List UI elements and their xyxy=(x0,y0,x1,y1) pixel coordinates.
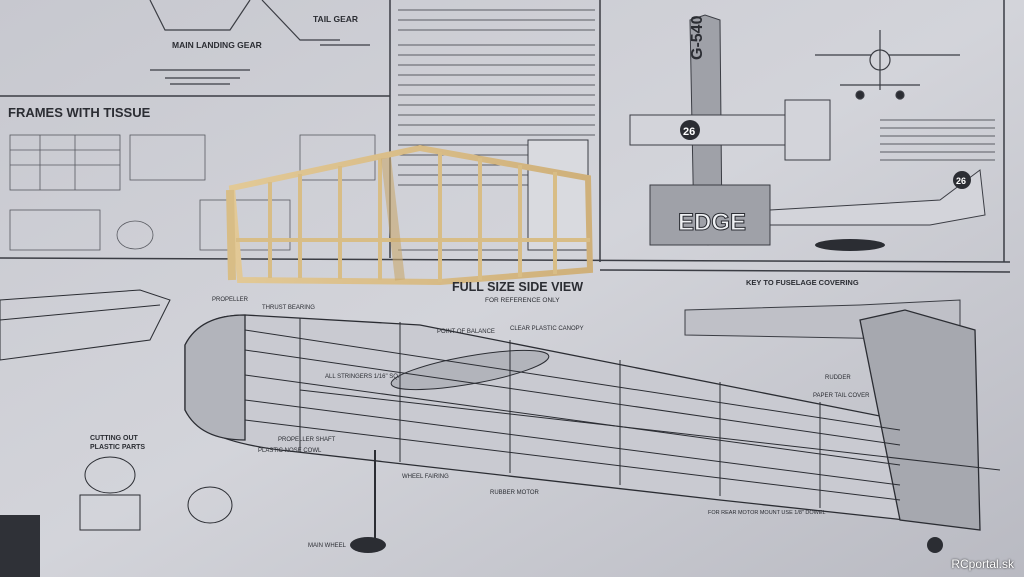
spec-text-lines xyxy=(880,119,995,161)
sheet-borders xyxy=(0,0,1011,273)
label-plastic-parts: PLASTIC PARTS xyxy=(90,444,145,451)
fuselage-side-view xyxy=(184,309,1001,553)
edge-logo-text: EDGE xyxy=(678,209,746,236)
label-rear-motor-mount: FOR REAR MOTOR MOUNT USE 1/8" DOWEL xyxy=(708,510,826,516)
label-main-wheel: MAIN WHEEL xyxy=(308,543,347,549)
label-rudder: RUDDER xyxy=(825,375,851,381)
cutting-parts-sketch xyxy=(0,289,233,531)
label-cutting-out: CUTTING OUT xyxy=(90,435,139,442)
side-view-small-airplane xyxy=(769,169,986,251)
label-tail-gear: TAIL GEAR xyxy=(313,14,358,24)
label-propeller-shaft: PROPELLER SHAFT xyxy=(278,437,336,443)
watermark: RCportal.sk xyxy=(951,557,1014,571)
race-number-top: 26 xyxy=(683,126,695,138)
label-key-fuselage-covering: KEY TO FUSELAGE COVERING xyxy=(746,278,859,287)
registration-text: G-540 xyxy=(689,15,706,60)
label-point-of-balance: POINT OF BALANCE xyxy=(437,329,495,335)
label-rubber-motor: RUBBER MOTOR xyxy=(490,490,540,496)
label-all-stringers: ALL STRINGERS 1/16" SQ. xyxy=(325,374,400,380)
label-full-size-side-view: FULL SIZE SIDE VIEW xyxy=(452,280,583,294)
front-view-airplane xyxy=(815,30,960,100)
label-paper-tail-cover: PAPER TAIL COVER xyxy=(813,393,870,399)
label-plastic-nose-cowl: PLASTIC NOSE COWL xyxy=(258,448,322,454)
instruction-text-lines xyxy=(398,9,595,251)
corner-shadow xyxy=(0,515,40,577)
top-view-airplane: 26 xyxy=(629,14,831,246)
label-propeller: PROPELLER xyxy=(212,297,249,303)
label-clear-plastic-canopy: CLEAR PLASTIC CANOPY xyxy=(510,326,584,332)
landing-gear-sketch xyxy=(149,0,370,85)
label-frames-with-tissue: FRAMES WITH TISSUE xyxy=(8,105,151,120)
race-number-side: 26 xyxy=(956,176,966,186)
tissue-steps-sketch xyxy=(9,134,376,251)
label-main-landing-gear: MAIN LANDING GEAR xyxy=(172,40,262,50)
rubber-motor-diagram xyxy=(527,139,589,251)
label-wheel-fairing: WHEEL FAIRING xyxy=(402,474,449,480)
balsa-wing-frame xyxy=(226,144,594,286)
label-for-reference-only: FOR REFERENCE ONLY xyxy=(485,297,560,304)
label-thrust-bearing: THRUST BEARING xyxy=(262,305,315,311)
